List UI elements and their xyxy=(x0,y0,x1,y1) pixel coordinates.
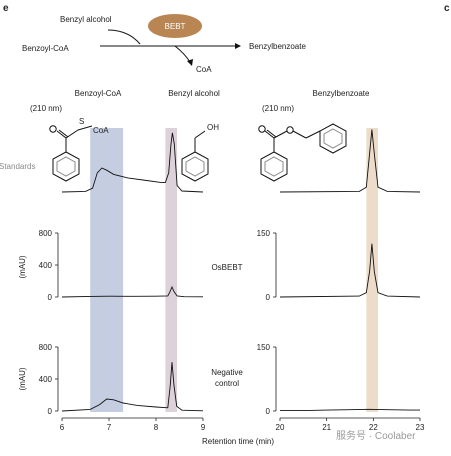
trace-left-negative-control xyxy=(61,362,204,412)
x-tick-label: 23 xyxy=(416,423,425,432)
enzyme-ellipse xyxy=(148,14,202,38)
y-tick-label: 800 xyxy=(39,343,53,352)
scheme-arrowhead xyxy=(235,43,241,49)
y-tick-label: 800 xyxy=(39,229,53,238)
y-tick-label: 400 xyxy=(39,375,53,384)
ylabel-osbebt: (mAU) xyxy=(18,255,27,278)
benzylbenzoate-structure xyxy=(258,123,347,182)
wavelength-left: (210 nm) xyxy=(30,104,62,113)
highlight-bands xyxy=(90,128,378,412)
benzoyl-coa-structure: S CoA xyxy=(49,117,109,182)
scheme-product: Benzylbenzoate xyxy=(249,42,306,51)
x-axis-title: Retention time (min) xyxy=(202,437,274,446)
axes: 0 400 800 0 400 800 6 7 8 9 0 150 0 150 20 21 22 23 xyxy=(39,229,425,432)
trace-right-negative-control xyxy=(280,408,420,412)
x-tick-label: 8 xyxy=(154,423,159,432)
header-benzylbenzoate: Benzylbenzoate xyxy=(313,89,370,98)
x-tick-label: 20 xyxy=(276,423,285,432)
benzoyl-coa-sulfur-atom: S xyxy=(79,117,84,126)
header-benzyl-alcohol: Benzyl alcohol xyxy=(168,89,220,98)
trace-left-osbebt xyxy=(61,285,204,298)
panel-letter: e xyxy=(3,3,9,14)
scheme-substrate-arrow xyxy=(107,29,141,45)
chromatogram-traces xyxy=(61,129,421,412)
row-label-osbebt: OsBEBT xyxy=(211,263,242,272)
y-tick-label: 0 xyxy=(48,293,53,302)
x-tick-label: 7 xyxy=(107,423,112,432)
scheme-byproduct-arrow xyxy=(174,45,191,63)
benzoyl-coa-coa-label: CoA xyxy=(93,126,109,135)
benzyl-alcohol-structure: OH xyxy=(181,123,219,182)
x-tick-label: 6 xyxy=(60,423,65,432)
scheme-byproduct: CoA xyxy=(196,65,212,74)
x-tick-label: 9 xyxy=(201,423,206,432)
row-label-negative-2: control xyxy=(215,379,239,388)
x-tick-label: 21 xyxy=(322,423,331,432)
trace-right-osbebt xyxy=(279,243,421,298)
trace-left-standards xyxy=(61,132,204,193)
scheme-byproduct-arrowhead xyxy=(187,59,193,66)
header-benzoyl-coa: Benzoyl-CoA xyxy=(75,89,122,98)
y-tick-label: 150 xyxy=(257,343,271,352)
y-tick-label: 0 xyxy=(48,407,53,416)
x-tick-label: 22 xyxy=(369,423,378,432)
trace-right-standards xyxy=(279,129,421,193)
reaction-scheme: Benzyl alcohol Benzoyl-CoA BEBT Benzylbe… xyxy=(22,14,306,74)
scheme-benzyl-alcohol: Benzyl alcohol xyxy=(60,15,112,24)
y-tick-label: 150 xyxy=(257,229,271,238)
row-label-standards: Standards xyxy=(0,162,35,171)
highlight-band-benzylbenzoate xyxy=(366,128,378,412)
benzyl-alcohol-oh-label: OH xyxy=(207,123,219,132)
scheme-enzyme: BEBT xyxy=(165,22,186,31)
highlight-band-benzyl-alcohol xyxy=(165,128,178,412)
scheme-benzoyl-coa: Benzoyl-CoA xyxy=(22,44,69,53)
watermark: 服务号 · Coolaber xyxy=(336,429,416,442)
panel-letter-next: c xyxy=(444,3,450,14)
ylabel-negative: (mAU) xyxy=(18,367,27,390)
y-tick-label: 0 xyxy=(266,407,271,416)
y-tick-label: 0 xyxy=(266,293,271,302)
row-label-negative-1: Negative xyxy=(211,368,243,377)
wavelength-right: (210 nm) xyxy=(262,104,294,113)
y-tick-label: 400 xyxy=(39,261,53,270)
